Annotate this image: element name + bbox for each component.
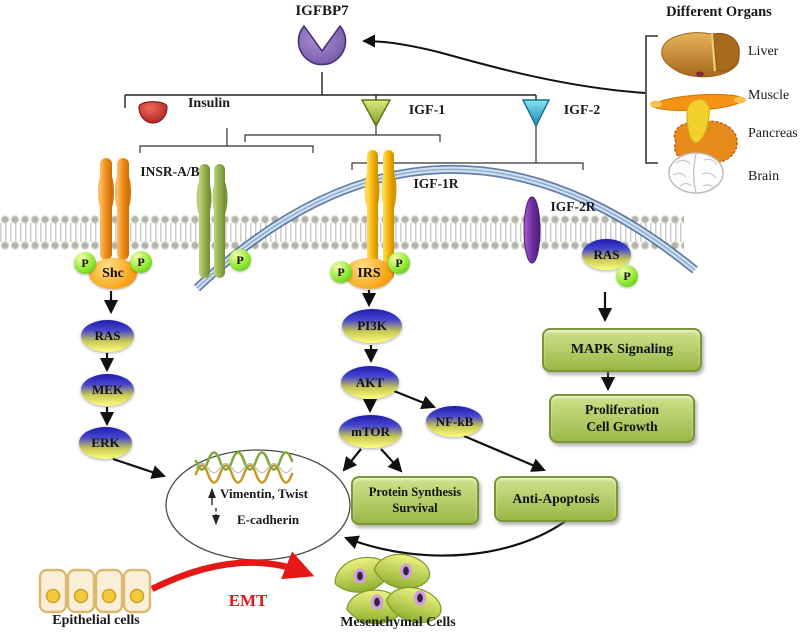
ligand-bracket	[124, 94, 537, 108]
vimentin-twist-label: Vimentin, Twist	[220, 486, 308, 501]
expression-arrows	[208, 487, 220, 526]
emt-label: EMT	[228, 591, 268, 610]
organs-title: Different Organs	[666, 4, 772, 20]
pi3k-node: PI3K	[342, 309, 402, 343]
phospho-badge: P	[130, 251, 152, 273]
pancreas-label: Pancreas	[748, 126, 798, 141]
insr-receptor-icon	[98, 158, 131, 260]
igfbp7-protein-icon	[297, 24, 347, 66]
muscle-label: Muscle	[748, 88, 790, 103]
dna-helix-icon	[194, 451, 294, 484]
liver-icon	[661, 32, 740, 78]
igf2r-label: IGF-2R	[550, 199, 596, 214]
igf1r-receptor-icon	[364, 150, 397, 280]
igfbp7-title: IGFBP7	[295, 3, 349, 19]
shc-adaptor: Shc	[89, 258, 137, 289]
e-cadherin-label: E-cadherin	[236, 512, 300, 527]
igf2-ligand-icon	[521, 99, 551, 128]
brain-icon	[668, 152, 724, 194]
membrane-lipid-tails	[0, 223, 684, 242]
brain-label: Brain	[748, 169, 780, 184]
membrane-outer-leaflet	[0, 214, 684, 225]
emt-arrow	[150, 551, 315, 592]
igf1-ligand-icon	[360, 99, 392, 128]
igf2r-receptor-icon	[523, 196, 541, 264]
membrane-inner-leaflet	[0, 240, 684, 251]
receptor-brackets	[139, 126, 584, 170]
insr-label: INSR-A/B	[140, 164, 200, 179]
irs-adaptor: IRS	[345, 258, 393, 289]
mesenchymal-cells-label: Mesenchymal Cells	[340, 615, 456, 630]
insulin-label: Insulin	[187, 96, 231, 111]
phospho-badge: P	[616, 265, 638, 287]
mtor-node: mTOR	[339, 415, 402, 448]
organs-to-igfbp7-arrow	[362, 34, 646, 94]
igf2-label: IGF-2	[563, 103, 601, 118]
hybrid-receptor-icon	[196, 164, 228, 278]
mapk-signaling-box: MAPK Signaling	[542, 328, 702, 372]
proliferation-box: Proliferation Cell Growth	[549, 394, 695, 443]
ras-membrane-node: RAS	[582, 239, 631, 270]
phospho-badge: P	[330, 261, 352, 283]
ras-node: RAS	[81, 320, 134, 352]
phospho-badge: P	[74, 252, 96, 274]
mesenchymal-cells-icon	[334, 553, 442, 625]
phospho-badge: P	[229, 249, 251, 271]
plasma-membrane-arc	[193, 164, 698, 292]
insulin-icon	[138, 101, 168, 124]
epithelial-cells-label: Epithelial cells	[52, 613, 140, 628]
signal-arrows	[99, 290, 616, 557]
protein-synthesis-box: Protein Synthesis Survival	[351, 476, 479, 525]
organs-bracket	[645, 35, 658, 164]
akt-node: AKT	[341, 366, 399, 399]
epithelial-cells-icon	[38, 568, 152, 614]
phospho-badge: P	[388, 252, 410, 274]
igf1-label: IGF-1	[408, 103, 446, 118]
anti-apoptosis-box: Anti-Apoptosis	[494, 476, 618, 522]
igf1r-label: IGF-1R	[413, 176, 459, 191]
erk-node: ERK	[79, 427, 132, 459]
nucleus-ellipse	[165, 449, 351, 561]
mek-node: MEK	[81, 374, 134, 406]
liver-label: Liver	[748, 44, 779, 59]
nfkb-node: NF-kB	[426, 406, 483, 437]
cell-membrane	[0, 214, 684, 251]
